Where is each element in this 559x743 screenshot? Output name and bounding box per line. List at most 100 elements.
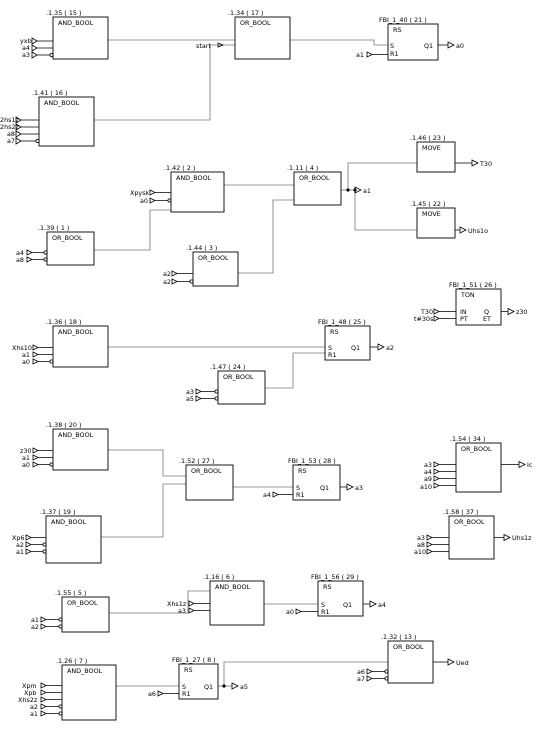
output-label: a2 [386,344,394,352]
fbd-block[interactable]: .1.52 ( 27 ) OR_BOOL [179,457,234,501]
block-type: MOVE [422,210,441,218]
fbd-block[interactable]: .1.38 ( 20 ) AND_BOOL z30 a1 a0 [20,421,109,471]
block-label: .1.38 ( 20 ) [46,421,81,429]
input-label: a0 [22,461,30,469]
block-type: OR_BOOL [240,19,271,27]
block-type: AND_BOOL [51,518,87,526]
wire [238,199,294,274]
block-label: FBI_1_48 ( 25 ) [318,318,366,326]
output-label: a4 [378,601,386,609]
block-label: .1.26 ( 7 ) [56,657,87,665]
fbd-block[interactable]: .1.54 ( 34 ) OR_BOOL a3 a4 a9 a10 Ic [420,435,533,493]
input-label: a10 [414,548,426,556]
wire [101,483,186,538]
input-label: a2 [30,703,38,711]
pin-label: Q1 [320,484,329,492]
block-label: .1.52 ( 27 ) [179,457,214,465]
negation-marker [58,711,63,716]
fbd-block[interactable]: .1.46 ( 23 ) MOVE T30 [410,134,492,173]
block-label: .1.11 ( 4 ) [287,164,318,172]
pin-label: R1 [296,491,305,499]
negation-marker [49,53,54,58]
fbd-block[interactable]: .1.39 ( 1 ) OR_BOOL a4 a8 [16,224,95,266]
input-label: a4 [424,468,432,476]
block-label: FBI_1_40 ( 21 ) [379,16,427,24]
input-label: a7 [357,675,365,683]
junction-dot [346,188,350,192]
fbd-block[interactable]: .1.41 ( 16 ) AND_BOOL 2hs1z 2hs2z a8 a7 [0,89,95,147]
negation-marker [42,549,47,554]
block-label: FBI_1_51 ( 26 ) [449,281,497,289]
block-label: .1.55 ( 5 ) [55,589,86,597]
block-type: AND_BOOL [58,328,94,336]
fbd-block[interactable]: .1.45 ( 22 ) MOVE Uhs1o [410,200,488,239]
io-pins [272,483,354,498]
input-pins [217,42,225,48]
input-label: Xpb [24,689,37,697]
fbd-block[interactable]: .1.36 ( 18 ) AND_BOOL Xhs10 a1 a0 [12,318,109,368]
block-label: .1.35 ( 15 ) [46,9,81,17]
fbd-block[interactable]: FBI_1_48 ( 25 ) RS S R1 Q1 a2 [318,318,394,361]
input-label: a8 [417,541,425,549]
block-type: RS [298,467,307,475]
fbd-block[interactable]: .1.32 ( 13 ) OR_BOOL a6 a7 Ued [357,633,469,684]
block-type: OR_BOOL [223,373,254,381]
input-label: a1 [356,51,364,59]
block-label: .1.45 ( 22 ) [410,200,445,208]
input-pins [15,116,39,145]
fbd-block[interactable]: .1.42 ( 2 ) AND_BOOL Xpysk a0 [130,164,225,213]
pin-label: S [296,484,300,492]
output-pin [354,186,362,194]
pin-label: IN [460,308,467,316]
input-label: Xpysk [130,189,150,197]
fbd-block[interactable]: .1.44 ( 3 ) OR_BOOL a2 a2 [163,244,239,287]
negation-marker [384,676,389,681]
negation-marker [384,669,389,674]
block-type: OR_BOOL [299,174,330,182]
input-label: Xpm [22,682,37,690]
fbd-block[interactable]: FBI_1_56 ( 29 ) RS S R1 Q1 a0 a4 [286,573,386,617]
wire [223,661,388,686]
fbd-block[interactable]: .1.26 ( 7 ) AND_BOOL Xpm Xpb Xhs2z a2 a1 [18,657,117,721]
pin-label: S [328,344,332,352]
block-label: FBI_1_27 ( 8 ) [172,656,216,664]
input-pins [40,616,59,630]
input-label: a1 [30,710,38,718]
block-type: AND_BOOL [58,19,94,27]
block-label: .1.54 ( 34 ) [450,435,485,443]
output-pin [455,159,479,167]
negation-marker [58,704,63,709]
block-type: TON [460,291,475,299]
input-label: a1 [31,616,39,624]
input-pins [195,388,215,402]
block-label: .1.36 ( 18 ) [46,318,81,326]
input-label: a3 [424,461,432,469]
input-pins [40,682,62,717]
fbd-block[interactable]: FBI_1_53 ( 28 ) RS S R1 Q1 a4 a3 [263,457,363,501]
fbd-block[interactable]: .1.37 ( 19 ) AND_BOOL Xp6 a2 a1 [12,508,102,564]
fbd-block[interactable]: FBI_1_51 ( 26 ) TON IN PT Q ET T30 t#30s… [414,281,528,326]
block-type: OR_BOOL [393,643,424,651]
block-type: RS [330,328,339,336]
input-label: yxb [20,37,32,45]
input-label: T30 [420,308,433,316]
fbd-block[interactable]: .1.55 ( 5 ) OR_BOOL a1 a2 [31,589,110,633]
fbd-block[interactable]: .1.58 ( 37 ) OR_BOOL a3 a8 a10 Uhs1z [414,508,532,560]
negation-marker [214,389,219,394]
output-label: z30 [516,308,528,316]
output-label: Uhs1o [468,227,488,235]
input-label: Xhs1z [167,600,187,608]
block-label: .1.34 ( 17 ) [228,9,263,17]
input-label: start [196,42,211,50]
input-label: Xp6 [12,534,25,542]
pin-label: S [390,42,394,50]
input-pins [32,447,53,468]
fbd-block[interactable]: FBI_1_40 ( 21 ) RS S R1 Q1 a1 a0 [356,16,464,61]
pin-label: S [321,601,325,609]
fbd-block[interactable]: .1.35 ( 15 ) AND_BOOL yxb a4 a3 [20,9,109,60]
fbd-block[interactable]: FBI_1_27 ( 8 ) RS S R1 Q1 a6 a5 [148,656,248,700]
fbd-block[interactable]: .1.16 ( 6 ) AND_BOOL Xhs1z a3 [167,573,265,626]
fbd-block[interactable]: .1.34 ( 17 ) OR_BOOL start [196,9,291,60]
fbd-block[interactable]: .1.11 ( 4 ) OR_BOOL a1 [287,164,371,206]
fbd-block[interactable]: .1.47 ( 24 ) OR_BOOL a3 a5 [186,363,266,405]
